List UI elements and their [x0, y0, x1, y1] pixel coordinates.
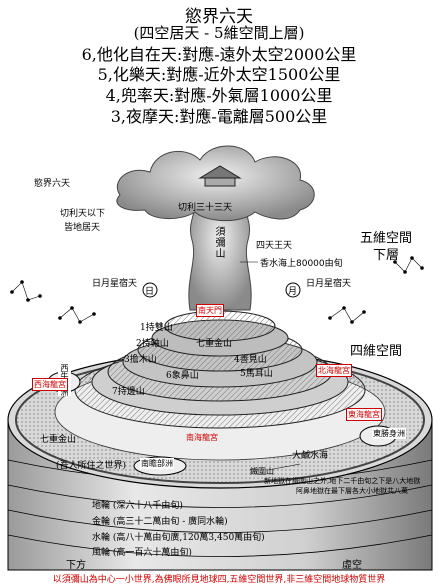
label-desire-realm: 慾界六天 — [34, 179, 71, 189]
palace-body — [204, 177, 236, 187]
label-trayastrimsa: 切利三十三天 — [178, 203, 233, 213]
label-east-palace: 東海龍宮 — [346, 408, 382, 421]
label-mountain-4: 4善見山 — [234, 355, 267, 365]
page-subtitle: (四空居天 - 5維空間上層) — [133, 24, 305, 42]
label-sun-moon-stars-right: 日月星宿天 — [306, 279, 352, 289]
label-west-palace: 西海龍宮 — [32, 378, 68, 391]
label-mount-sumeru: 須彌山 — [213, 226, 224, 259]
moon-shape — [285, 282, 301, 298]
gold-layer-band — [7, 484, 433, 508]
label-moon: 月 — [288, 287, 298, 297]
stars-right — [328, 256, 424, 324]
label-trayastrimsa-below: 切利天以下 — [60, 209, 106, 219]
heaven-line-6: 6,他化自在天:對應-遠外太空2000公里 — [81, 45, 357, 64]
stars-left — [10, 280, 96, 324]
label-four-d: 四維空間 — [350, 344, 403, 359]
label-layer-earth: 地輪 (深六十八千由旬) — [92, 501, 183, 511]
wind-layer-band — [7, 534, 433, 557]
label-mountain-6: 6象鼻山 — [166, 371, 199, 381]
label-south-continent: 南瞻部洲 — [140, 458, 174, 469]
label-north-palace: 北海龍宮 — [316, 364, 352, 377]
heaven-line-3: 3,夜摩天:對應-電離層500公里 — [110, 107, 328, 126]
label-layer-gold: 金輪 (高三十二萬由旬 - 廣同水輪) — [92, 517, 228, 527]
label-mountain-1: 1持雙山 — [140, 323, 173, 333]
label-golden-mountains-outer: 七重金山 — [40, 435, 77, 445]
label-south-gate: 南天門 — [196, 304, 224, 317]
label-great-salt-sea: 大鹹水海 — [292, 451, 329, 461]
page-title: 慾界六天 — [185, 7, 253, 27]
label-iron-ring-desc: 新地獄在鐵圍山之外,地下二千由旬之下是八大地獄 — [264, 477, 421, 485]
label-iron-ring-desc2: 阿鼻地獄在最下層各大小地獄共八萬 — [296, 487, 408, 495]
label-layer-water: 水輪 (高八十萬由旬廣,120萬3,450萬由旬) — [92, 533, 265, 543]
label-mountain-7: 7持邊山 — [112, 387, 145, 397]
label-iron-ring: 鐵圍山 — [250, 467, 274, 476]
label-four-kings: 四天王天 — [256, 241, 293, 251]
label-east-continent: 東勝身洲 — [372, 428, 406, 439]
leader-iron-ring — [267, 463, 301, 471]
label-sun: 日 — [145, 287, 155, 297]
label-ocean-height: 香水海上80000由旬 — [260, 259, 343, 269]
label-earth-heavens: 皆地居天 — [64, 223, 101, 233]
label-mountain-2: 2持軸山 — [136, 339, 169, 349]
sun-shape — [142, 282, 158, 298]
label-sun-moon-stars-left: 日月星宿天 — [92, 279, 138, 289]
label-mountain-5: 5馬耳山 — [240, 369, 273, 379]
label-human-realm: (吾人所住之世界) — [56, 461, 127, 471]
label-south-palace: 南海龍宮 — [186, 433, 218, 442]
heaven-line-5: 5,化樂天:對應-近外太空1500公里 — [97, 65, 341, 84]
label-layer-wind: 風輪 (高一百六十萬由旬) — [92, 548, 192, 558]
heaven-line-4: 4,兜率天:對應-外氣層1000公里 — [105, 86, 333, 105]
water-layer-band — [7, 509, 433, 533]
footer-note: 以須彌山為中心一小世界,為佛眼所見地球四,五維空間世界,非三維空間地球物質世界 — [52, 575, 386, 585]
label-void: 虛空 — [342, 560, 362, 571]
label-mountain-3: 3擔木山 — [124, 355, 157, 365]
label-five-d-lower: 五維空間 下層 — [360, 231, 413, 263]
label-golden-mountains: 七重金山 — [196, 339, 233, 349]
label-below: 下方 — [66, 560, 86, 571]
